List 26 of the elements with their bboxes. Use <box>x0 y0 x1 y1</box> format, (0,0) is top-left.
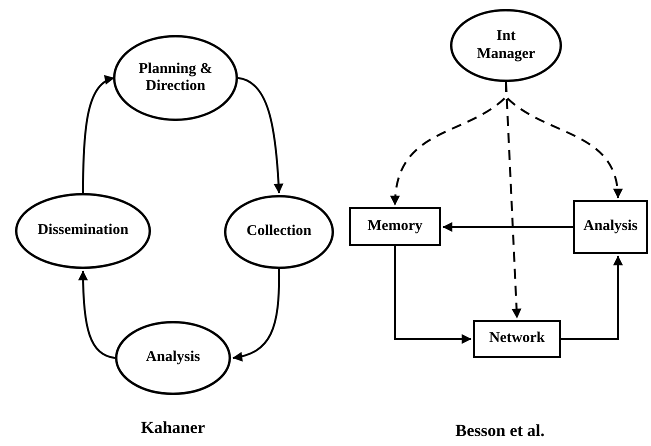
ellipse-node <box>15 193 151 269</box>
node-label: Int Manager <box>476 28 536 63</box>
ellipse-node <box>224 195 334 269</box>
ellipse-node <box>113 35 238 121</box>
node-label: Analysis <box>146 349 200 367</box>
arrow <box>561 255 623 340</box>
arrow <box>78 270 116 359</box>
process-box <box>349 207 441 246</box>
node-label: Memory <box>368 218 422 236</box>
arrow <box>232 269 280 362</box>
ellipse-node <box>115 321 231 395</box>
caption: Kahaner <box>140 418 206 438</box>
node-label: Collection <box>246 223 312 241</box>
arrow <box>505 82 622 199</box>
node-label: Dissemination <box>38 222 128 240</box>
node-label: Analysis <box>583 218 638 236</box>
process-box <box>573 200 648 254</box>
arrow <box>394 246 472 344</box>
caption: Besson et al. <box>455 421 545 441</box>
process-box <box>473 320 561 358</box>
arrow <box>82 76 115 193</box>
arrow <box>238 77 284 194</box>
node-label: Planning & Direction <box>138 60 214 96</box>
ellipse-node <box>450 9 562 82</box>
node-label: Network <box>489 330 545 348</box>
arrow <box>442 222 573 232</box>
